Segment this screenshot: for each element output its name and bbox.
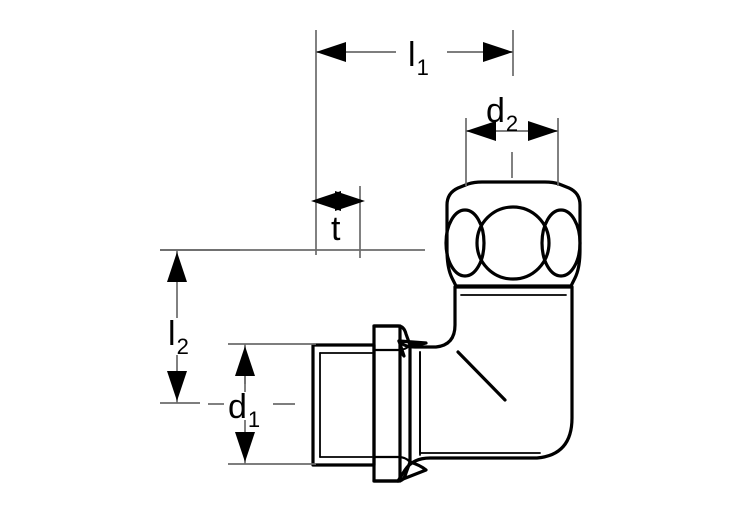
dimension-d2: d2: [465, 92, 559, 186]
d2-arrow-left: [466, 121, 496, 141]
dimension-l2: l2: [160, 249, 240, 404]
thread-outer-rect: [311, 343, 376, 467]
t-arrow-left: [311, 191, 341, 211]
socket-head-outline: [445, 180, 582, 288]
socket-right-bead-ellipse: [540, 208, 582, 278]
d2-arrow-right: [528, 121, 558, 141]
dimension-label-d1: d1: [228, 388, 260, 432]
dimension-label-t: t: [331, 210, 341, 248]
socket-bore-circle: [475, 205, 551, 281]
d1-subscript-glyph: 1: [248, 407, 260, 432]
dimension-d1: d1: [208, 343, 316, 465]
l2-arrow-top: [167, 252, 187, 282]
l1-subscript-glyph: 1: [417, 55, 429, 80]
dimension-label-d2: d2: [486, 92, 518, 136]
hex-nut-section: [372, 324, 428, 483]
d2-base-glyph: d: [486, 92, 505, 130]
l1-arrow-left: [316, 42, 346, 62]
l1-base-glyph: l: [408, 36, 416, 74]
press-socket-head: [444, 180, 582, 296]
dimension-t: t: [311, 186, 365, 258]
male-thread-end: [311, 343, 376, 467]
d1-arrow-bottom: [235, 432, 255, 462]
fitting-part-geometry: [311, 180, 582, 483]
d1-arrow-top: [235, 346, 255, 376]
dimension-label-l1: l1: [408, 36, 429, 80]
hex-to-arm-transition-top: [397, 339, 428, 347]
t-arrow-right: [335, 191, 365, 211]
elbow-inner-contour: [397, 285, 457, 349]
l2-subscript-glyph: 2: [177, 334, 189, 359]
l1-arrow-right: [483, 42, 513, 62]
elbow-chamfer-leader-line: [456, 350, 507, 402]
elbow-body: [396, 285, 574, 483]
hex-chamfer-arc-bottom: [372, 455, 412, 464]
d1-base-glyph: d: [228, 388, 247, 426]
socket-left-bead-ellipse: [444, 208, 486, 278]
elbow-outer-contour: [396, 285, 574, 483]
dimension-label-l2: l2: [168, 315, 189, 359]
hex-to-arm-transition-bottom: [396, 460, 428, 483]
d2-subscript-glyph: 2: [506, 111, 518, 136]
l2-arrow-bottom: [167, 371, 187, 401]
dimension-l1: l1: [315, 30, 514, 255]
l2-base-glyph: l: [168, 315, 176, 353]
